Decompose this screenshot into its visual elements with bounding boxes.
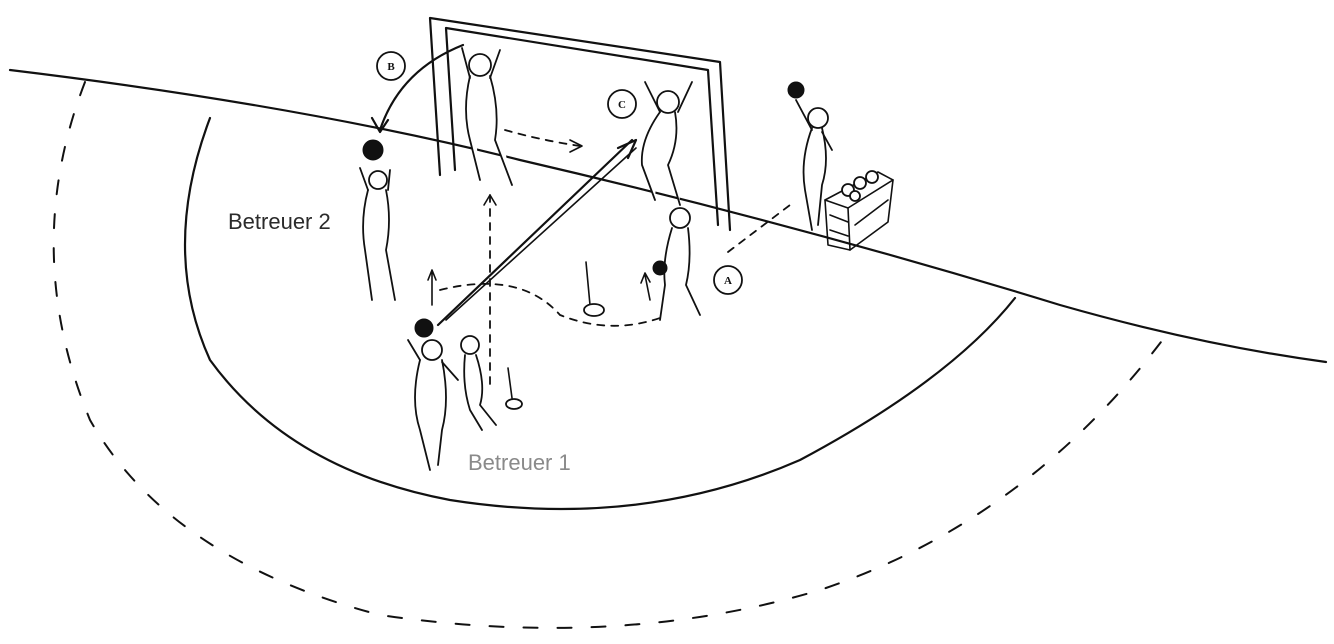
- pass-line-betreuer1-to-c-second: [445, 147, 637, 321]
- label-betreuer-2: Betreuer 2: [228, 209, 331, 234]
- betreuer-2-figure: [359, 139, 396, 301]
- cone: [583, 261, 605, 317]
- pass-line-betreuer1-to-c: [436, 138, 634, 327]
- small-arrow-left: [427, 269, 437, 306]
- passer-player: [787, 81, 833, 231]
- marker-b: B: [376, 51, 406, 81]
- arrow-head-c: [616, 138, 638, 160]
- small-arrow-middle: [640, 272, 651, 301]
- goal: [428, 16, 732, 232]
- nine-meter-dashed-arc: [52, 81, 1171, 629]
- goal-line: [8, 68, 1328, 364]
- marker-c: C: [607, 89, 637, 119]
- marker-a: A: [713, 265, 743, 295]
- player-a: [652, 207, 701, 321]
- dashed-run-curve: [439, 282, 661, 327]
- player-a-ball: [652, 260, 668, 276]
- goalkeeper-b: [461, 47, 513, 186]
- arrow-head-b: [370, 116, 390, 134]
- betreuer-1-figure: [407, 318, 497, 471]
- small-cone: [505, 367, 523, 410]
- label-betreuer-1: Betreuer 1: [468, 450, 571, 475]
- marker-a-text: A: [724, 275, 732, 287]
- passer-ball: [787, 81, 805, 99]
- dashed-goalkeeper-b-move: [504, 129, 581, 147]
- dashed-a-to-passer: [727, 204, 791, 253]
- ball-box: [824, 170, 894, 251]
- six-meter-arc: [183, 116, 1017, 511]
- marker-c-text: C: [618, 99, 626, 111]
- betreuer-1-ball: [414, 318, 434, 338]
- marker-b-text: B: [387, 61, 395, 73]
- goalkeeper-c: [640, 81, 693, 206]
- arc-b-to-betreuer2: [378, 43, 465, 132]
- betreuer-2-ball: [362, 139, 384, 161]
- dashed-goalkeeper-b-arrow: [569, 139, 583, 153]
- dashed-vertical-arrow: [483, 194, 497, 206]
